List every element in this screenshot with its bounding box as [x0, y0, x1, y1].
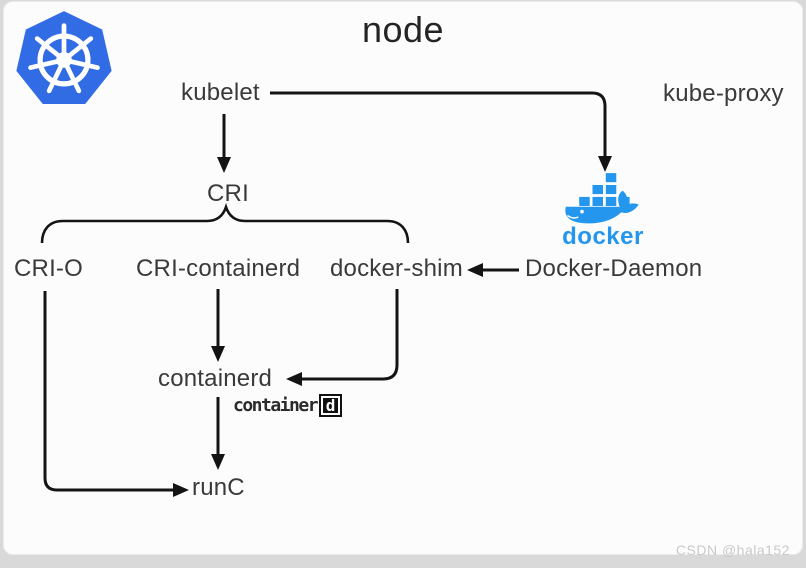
containerd-logo-text: container — [233, 395, 319, 416]
watermark: CSDN @hala152 — [675, 542, 790, 558]
node-docker-daemon: Docker-Daemon — [525, 255, 703, 282]
node-containerd: containerd — [158, 365, 273, 392]
node-runc: runC — [192, 474, 245, 501]
arrow-cri-containerd-to-containerd — [211, 289, 225, 362]
node-kube-proxy: kube-proxy — [663, 80, 784, 107]
brace-cri-runtimes — [40, 202, 410, 244]
arrow-cri-o-to-runc — [43, 291, 189, 497]
containerd-logo-icon: container d — [233, 394, 343, 417]
node-cri-containerd: CRI-containerd — [136, 255, 301, 282]
arrow-docker-daemon-to-docker-shim — [467, 263, 519, 277]
node-cri: CRI — [207, 180, 249, 207]
docker-wordmark: docker — [562, 223, 644, 250]
node-kubelet: kubelet — [181, 79, 260, 106]
arrow-containerd-to-runc — [211, 397, 225, 470]
node-cri-o: CRI-O — [14, 255, 83, 282]
node-docker-shim: docker-shim — [330, 255, 463, 282]
page-title: node — [361, 9, 445, 50]
arrow-kubelet-to-docker — [270, 91, 612, 172]
arrow-kubelet-to-cri — [217, 114, 231, 173]
containerd-logo-d-box: d — [319, 394, 343, 417]
diagram-card: node kubelet kube-proxy CRI CRI-O CRI-co… — [3, 1, 803, 558]
kubernetes-logo-icon — [12, 9, 116, 113]
docker-logo-icon — [560, 171, 646, 227]
arrow-docker-shim-to-containerd — [286, 289, 399, 386]
